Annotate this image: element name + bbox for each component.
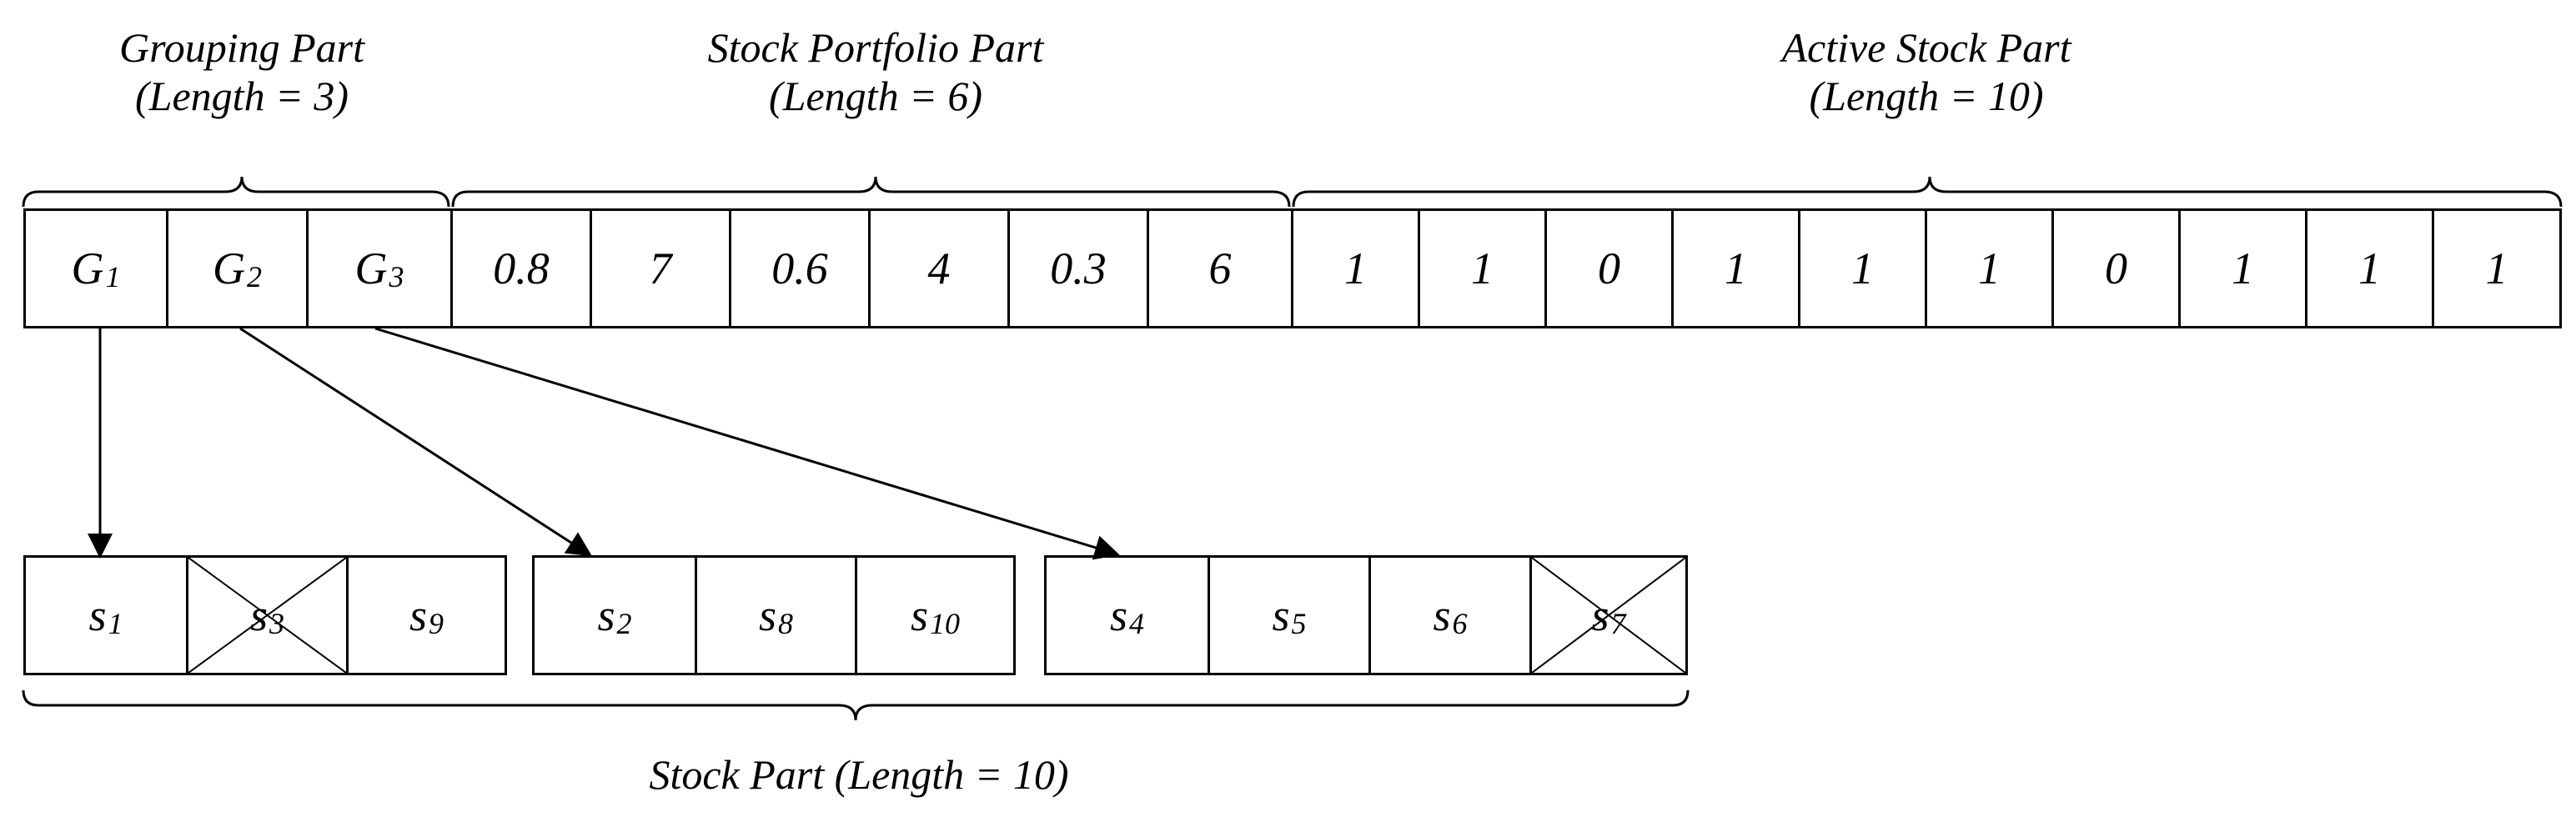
active-cell: 1 — [1671, 211, 1798, 326]
portfolio-cell: 4 — [868, 211, 1007, 326]
arrow-g2-to-group2 — [239, 327, 593, 557]
active-cell: 1 — [1798, 211, 1925, 326]
portfolio-cell: 0.8 — [450, 211, 590, 326]
grouping-brace — [22, 176, 450, 208]
cross-mark-icon — [188, 558, 346, 673]
active-cell: 0 — [2051, 211, 2178, 326]
portfolio-cell: 6 — [1147, 211, 1291, 326]
active-cell: 0 — [1544, 211, 1671, 326]
active-length: (Length = 10) — [1809, 73, 2044, 119]
cross-mark-icon — [1532, 558, 1685, 673]
portfolio-cell: 0.6 — [729, 211, 868, 326]
arrow-g3-to-group3 — [374, 327, 1120, 560]
grouping-title: Grouping Part — [119, 24, 364, 71]
active-cell: 1 — [1418, 211, 1544, 326]
portfolio-header: Stock Portfolio Part (Length = 6) — [617, 23, 1134, 120]
grouping-length: (Length = 3) — [135, 73, 349, 119]
stock-part-brace — [22, 689, 1690, 721]
active-cell: 1 — [2305, 211, 2432, 326]
portfolio-length: (Length = 6) — [769, 73, 982, 119]
active-header: Active Stock Part (Length = 10) — [1693, 23, 2160, 120]
grouping-header: Grouping Part (Length = 3) — [67, 23, 417, 120]
portfolio-cell: 0.3 — [1007, 211, 1147, 326]
portfolio-cell: 7 — [590, 211, 729, 326]
active-title: Active Stock Part — [1781, 24, 2071, 71]
stock-part-label: Stock Part (Length = 10) — [649, 751, 1069, 798]
active-cell: 1 — [1925, 211, 2051, 326]
portfolio-title: Stock Portfolio Part — [707, 24, 1044, 71]
active-cell: 1 — [2178, 211, 2305, 326]
active-cell: 1 — [1291, 211, 1418, 326]
active-cell: 1 — [2432, 211, 2559, 326]
active-brace — [1292, 176, 2563, 208]
portfolio-brace — [451, 176, 1291, 208]
